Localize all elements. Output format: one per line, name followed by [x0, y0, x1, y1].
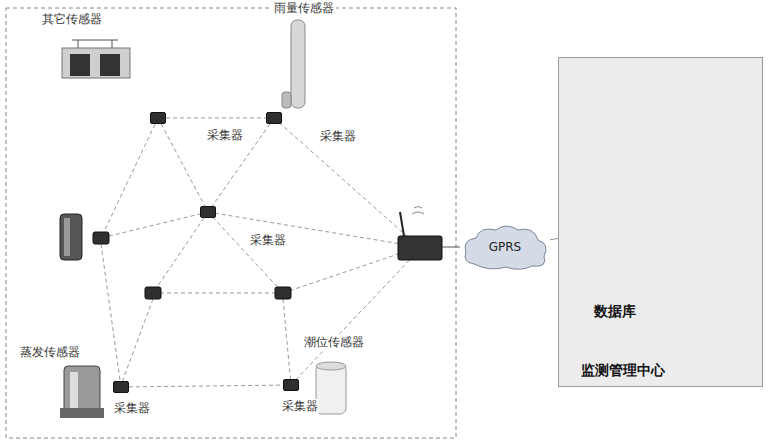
collector-label: 采集器: [206, 128, 244, 142]
sensor-label: 其它传感器: [40, 12, 104, 26]
collector-icons: [93, 232, 291, 299]
field-boundary: [6, 8, 456, 438]
wireless-link: [166, 118, 266, 119]
gprs-cloud: GPRS: [460, 222, 550, 272]
wireless-links: [101, 118, 419, 387]
rain-sensor: [282, 20, 305, 108]
collector-node: 采集器: [113, 381, 129, 393]
collector-label: 采集器: [113, 401, 151, 415]
collector-label: 采集器: [249, 233, 287, 247]
sensor-label: 蒸发传感器: [18, 345, 82, 359]
wireless-link: [550, 238, 558, 239]
collector-label: 采集器: [281, 399, 319, 413]
wireless-link: [129, 385, 283, 387]
cloud-label: GPRS: [489, 240, 522, 254]
collector-node: 采集器: [266, 112, 282, 124]
collector-node: 采集器: [283, 379, 299, 391]
sensor-label: 潮位传感器: [302, 335, 366, 349]
sensor-label: 雨量传感器: [272, 1, 336, 15]
wireless-link: [161, 124, 205, 206]
collector-node: 采集器: [200, 206, 216, 218]
other-sensor: [62, 40, 130, 78]
cylinder-sensor: [60, 214, 82, 260]
evaporation-sensor: [60, 366, 104, 418]
database-label: 数据库: [592, 304, 638, 318]
monitor-center-box: 监测管理中心: [558, 57, 763, 387]
tide-sensor: [316, 362, 346, 414]
collector-label: 采集器: [319, 129, 357, 143]
center-title: 监测管理中心: [581, 362, 665, 378]
gateway-device: [398, 207, 460, 261]
collector-node: 采集器: [150, 112, 166, 124]
